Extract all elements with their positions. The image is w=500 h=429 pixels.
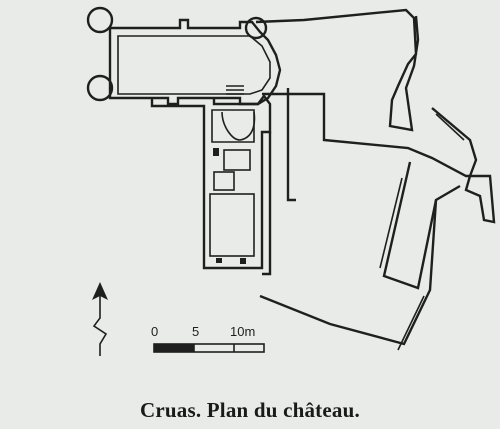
scale-tick-5: 5 <box>192 324 199 339</box>
scale-bar: 0 5 10m <box>151 324 265 353</box>
figure-caption: Cruas. Plan du château. <box>140 398 360 422</box>
scale-tick-10m: 10m <box>230 324 255 339</box>
curtain-walls <box>255 8 496 351</box>
keep-block <box>150 94 272 270</box>
chapel-block <box>86 6 282 106</box>
scale-tick-0: 0 <box>151 324 158 339</box>
north-arrow-icon <box>92 282 108 356</box>
castle-plan: 0 5 10m <box>86 6 496 356</box>
